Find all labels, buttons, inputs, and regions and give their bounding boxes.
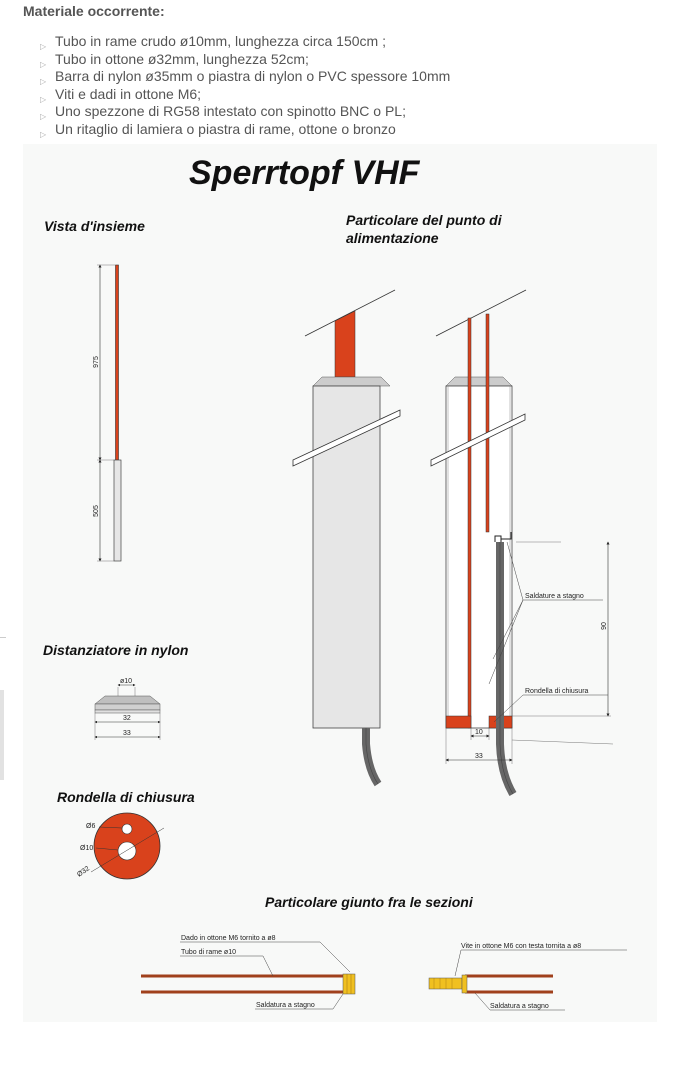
dim-975: 975	[93, 356, 100, 368]
sperrtopf-diagram: Sperrtopf VHF Vista d'insieme 975 505 Pa…	[43, 154, 627, 1011]
dim-spacer-32: 32	[123, 715, 131, 722]
material-item: ▷ Tubo in rame crudo ø10mm, lunghezza cir…	[40, 33, 450, 51]
material-item: ▷ Uno spezzone di RG58 intestato con spin…	[40, 103, 450, 121]
bullet-icon: ▷	[40, 42, 47, 51]
label-solder: Saldature a stagno	[525, 593, 584, 600]
material-item-text: Un ritaglio di lamiera o piastra di rame…	[55, 120, 396, 137]
dim-washer-6: Ø6	[86, 823, 95, 830]
feed-heading-line2: alimentazione	[346, 230, 439, 246]
dim-505: 505	[93, 505, 100, 517]
bullet-icon: ▷	[40, 129, 47, 139]
label-screw: Vite in ottone M6 con testa tornita a ø8	[461, 943, 581, 950]
material-item-text: Tubo in rame crudo ø10mm, lunghezza circ…	[55, 33, 386, 49]
feed-external-view	[292, 289, 401, 787]
material-item: ▷ Tubo in ottone ø32mm, lunghezza 52cm;	[40, 51, 450, 69]
bullet-icon: ▷	[40, 94, 47, 104]
dim-washer-32: Ø32	[76, 865, 91, 878]
bullet-icon: ▷	[40, 59, 47, 69]
dim-washer-10: Ø10	[80, 845, 93, 852]
spacer-view: ø10 32 33	[94, 678, 161, 740]
label-copper-tube: Tubo di rame ø10	[181, 949, 236, 956]
diagram-title: Sperrtopf VHF	[189, 154, 421, 192]
material-item: ▷ Un ritaglio di lamiera o piastra di ram…	[40, 121, 450, 139]
dim-spacer-hole: ø10	[120, 678, 132, 685]
spacer-heading: Distanziatore in nylon	[43, 642, 188, 658]
overview-view: 975 505	[93, 264, 122, 562]
materials-title: Materiale occorrente:	[23, 3, 165, 19]
label-solder-right: Saldatura a stagno	[490, 1003, 549, 1010]
material-item: ▷ Barra di nylon ø35mm o piastra di nylon…	[40, 68, 450, 86]
dim-90: 90	[601, 622, 608, 630]
materials-list: ▷ Tubo in rame crudo ø10mm, lunghezza cir…	[40, 33, 450, 139]
diagram-canvas: Sperrtopf VHF Vista d'insieme 975 505 Pa…	[23, 144, 657, 1022]
material-item-text: Tubo in ottone ø32mm, lunghezza 52cm;	[55, 50, 309, 67]
dim-33: 33	[475, 753, 483, 760]
radiator-rod	[115, 264, 119, 461]
label-nut: Dado in ottone M6 tornito a ø8	[181, 935, 276, 942]
joint-right-view: Vite in ottone M6 con testa tornita a ø8…	[428, 943, 627, 1011]
overview-heading: Vista d'insieme	[44, 218, 145, 234]
label-solder-left: Saldatura a stagno	[256, 1002, 315, 1009]
feed-heading-line1: Particolare del punto di	[346, 212, 503, 228]
washer-heading: Rondella di chiusura	[57, 789, 195, 805]
joint-heading: Particolare giunto fra le sezioni	[265, 894, 474, 910]
label-closing-washer: Rondella di chiusura	[525, 688, 589, 695]
feed-section-view: 90 33 10 Saldature a stagno Rondella di …	[430, 289, 614, 797]
dim-spacer-33: 33	[123, 730, 131, 737]
edge-panel	[0, 690, 4, 780]
bullet-icon: ▷	[40, 77, 47, 87]
bullet-icon: ▷	[40, 112, 47, 122]
material-item-text: Barra di nylon ø35mm o piastra di nylon …	[55, 68, 451, 85]
sleeve-tube	[113, 459, 122, 562]
dim-10: 10	[475, 729, 483, 736]
joint-left-view: Dado in ottone M6 tornito a ø8 Tubo di r…	[141, 935, 356, 1010]
washer-view: Ø6 Ø10 Ø32	[76, 812, 165, 880]
material-item: ▷ Viti e dadi in ottone M6;	[40, 86, 450, 104]
edge-divider	[0, 637, 6, 638]
material-item-text: Viti e dadi in ottone M6;	[55, 85, 202, 102]
material-item-text: Uno spezzone di RG58 intestato con spino…	[55, 103, 406, 120]
